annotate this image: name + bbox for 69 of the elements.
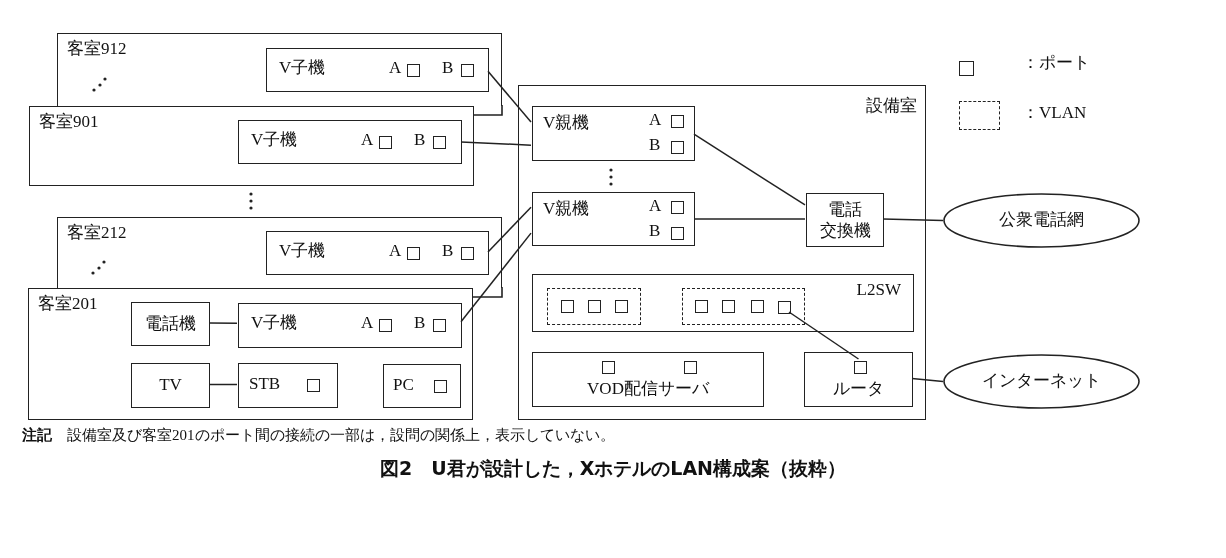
port-label: A [389, 241, 402, 262]
legend-label: ：VLAN [1022, 103, 1087, 124]
device-label: ルータ [832, 379, 885, 400]
device-box [266, 48, 489, 92]
device-box [806, 193, 884, 247]
device-box [131, 302, 210, 346]
device-box [532, 192, 695, 246]
port-label: B [649, 221, 661, 242]
device-label: VOD配信サーバ [586, 379, 711, 400]
device-label: V親機 [543, 113, 590, 134]
port-label: B [442, 58, 454, 79]
connection-line [487, 70, 532, 123]
device-label: TV [159, 375, 182, 396]
room-label: 客室201 [38, 294, 98, 315]
network-label: インターネット [982, 371, 1101, 392]
device-box [131, 363, 210, 408]
room-box [28, 288, 473, 420]
port-label: B [414, 130, 426, 151]
device-box [238, 363, 338, 408]
connection-line [487, 206, 532, 253]
connection-line [693, 218, 806, 220]
device-label: L2SW [856, 280, 901, 301]
server-box [532, 352, 764, 407]
device-label: V子機 [251, 130, 298, 151]
port-label: B [649, 135, 661, 156]
device-label: 電話交換機 [819, 198, 871, 242]
device-label: V親機 [543, 199, 590, 220]
room-label: 設備室 [866, 96, 917, 117]
router-box [804, 352, 913, 407]
port-label: A [649, 110, 662, 131]
device-box [532, 106, 695, 161]
port-label: A [361, 313, 374, 334]
connection-line [208, 322, 238, 324]
note-text: 注記 設備室及び客室201のポート間の接続の一部は，設問の関係上，表示していない。 [22, 426, 615, 444]
device-label: V子機 [251, 313, 298, 334]
device-label: STB [249, 374, 281, 395]
room-box [57, 217, 502, 288]
device-box [383, 364, 461, 408]
port-label: B [414, 313, 426, 334]
legend-label: ：ポート [1022, 53, 1090, 74]
equipment-room-box [518, 85, 926, 420]
device-box [238, 303, 462, 348]
room-label: 客室901 [39, 112, 99, 133]
connection-line [208, 383, 238, 386]
connection-line [693, 133, 806, 206]
port-label: A [389, 58, 402, 79]
switch-box [532, 274, 914, 332]
device-label: V子機 [279, 58, 326, 79]
port-square [778, 301, 791, 314]
room-label: 客室912 [67, 39, 127, 60]
port-square [854, 361, 867, 374]
room-box [57, 33, 502, 106]
connection-line [788, 311, 860, 360]
device-box [238, 120, 462, 164]
device-label: V子機 [279, 241, 326, 262]
port-label: A [649, 196, 662, 217]
device-label: 電話機 [145, 313, 196, 335]
connection-line [882, 218, 944, 222]
device-label: PC [393, 375, 414, 396]
port-label: A [361, 130, 374, 151]
connection-line [911, 377, 944, 383]
port-label: B [442, 241, 454, 262]
room-label: 客室212 [67, 223, 127, 244]
network-label: 公衆電話網 [999, 210, 1084, 231]
connection-line [460, 141, 532, 146]
device-box [266, 231, 489, 275]
connection-line [460, 232, 532, 323]
figure-caption: 図2 U君が設計した，XホテルのLAN構成案（抜粋） [379, 457, 847, 480]
room-box [29, 106, 474, 186]
